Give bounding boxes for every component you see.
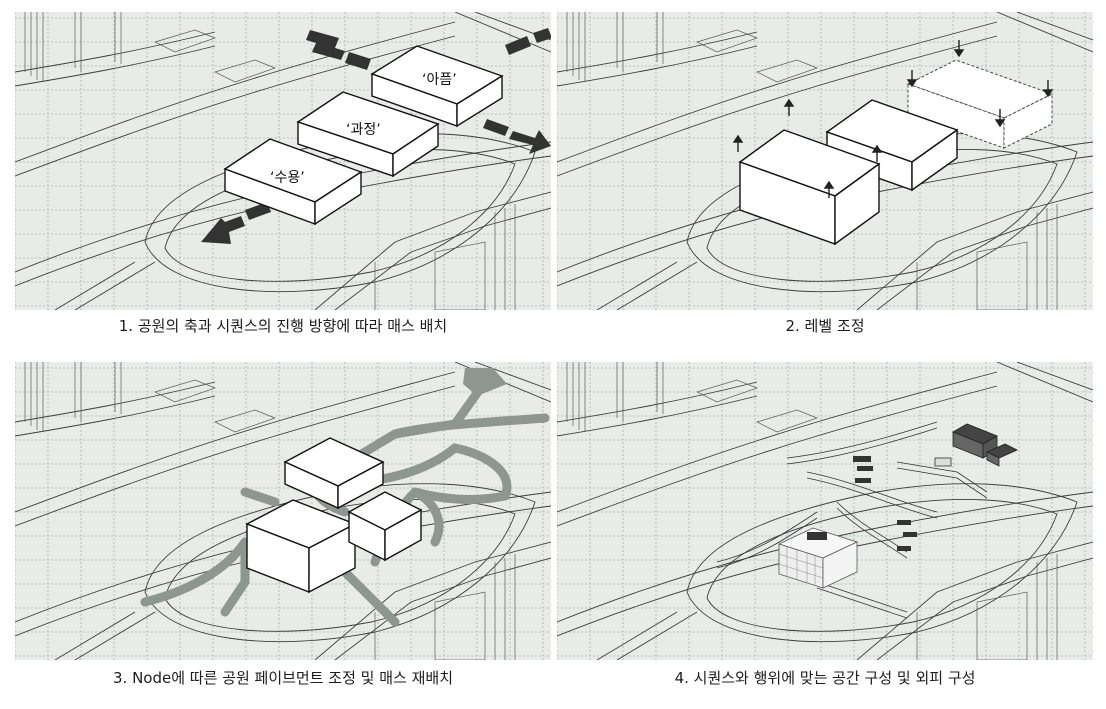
arrow-lower-right	[509, 130, 551, 154]
mass-placement-diagram: ‘아픔’ ‘과정’ ‘수용’	[15, 12, 551, 310]
mass-upper	[283, 437, 385, 510]
arrow-dash	[505, 36, 531, 55]
caption-4: 4. 시퀀스와 행위에 맞는 공간 구성 및 외피 구성	[674, 669, 976, 687]
context-map	[15, 362, 551, 660]
arrow-dash	[245, 202, 271, 220]
context-map	[557, 12, 1093, 310]
space-skin-diagram	[557, 362, 1093, 660]
mass-low: ‘수용’	[223, 138, 363, 226]
direction-arrows	[201, 28, 551, 244]
mass-side	[347, 491, 423, 562]
building-upper	[934, 423, 1018, 467]
context-map	[557, 362, 1093, 660]
pavement-node-diagram	[15, 362, 551, 660]
panel-mass-placement: ‘아픔’ ‘과정’ ‘수용’	[15, 12, 551, 310]
arrow-dash	[483, 119, 509, 136]
mass-floating	[906, 59, 1054, 149]
panel-space-skin	[557, 362, 1093, 660]
steps	[853, 456, 917, 551]
caption-1: 1. 공원의 축과 시퀀스의 진행 방향에 따라 매스 배치	[118, 317, 448, 335]
panel-pavement-node	[15, 362, 551, 660]
mass-large	[738, 129, 881, 246]
mass-large	[245, 499, 357, 594]
grid	[557, 362, 1093, 660]
plaza-node	[463, 368, 507, 396]
grid	[15, 362, 551, 660]
arrow-upper-left	[306, 30, 345, 60]
mass-label-top: ‘아픔’	[422, 72, 457, 88]
caption-2: 2. 레벨 조정	[785, 317, 865, 335]
level-adjustment-diagram	[557, 12, 1093, 310]
mass-label-mid: ‘과정’	[346, 122, 381, 138]
arrow-dash	[345, 52, 371, 70]
building-lower	[777, 527, 859, 589]
caption-3: 3. Node에 따른 공원 페이브먼트 조정 및 매스 재배치	[112, 669, 453, 687]
mass-label-low: ‘수용’	[270, 170, 305, 186]
level-arrows	[732, 40, 1054, 198]
mass-top: ‘아픔’	[370, 45, 504, 128]
arrow-lower-left	[201, 216, 245, 244]
mass-mid: ‘과정’	[296, 91, 440, 178]
detailed-paths	[716, 421, 988, 619]
arrow-dash	[533, 28, 551, 43]
panel-level-adjustment	[557, 12, 1093, 310]
